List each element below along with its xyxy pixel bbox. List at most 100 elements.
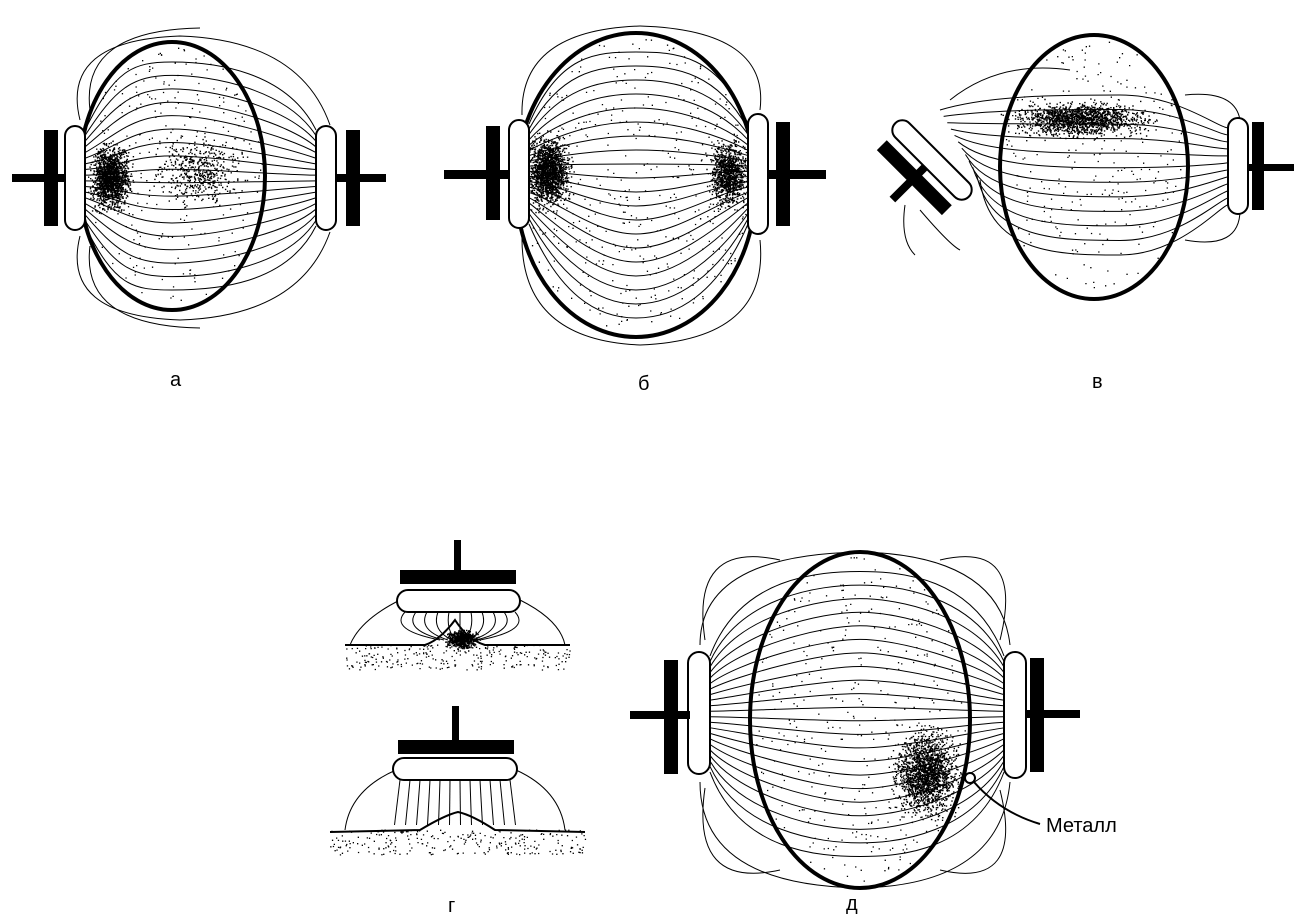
field-line [84,88,317,142]
surface-dots-g1 [346,644,571,671]
field-line [528,223,749,319]
field-line [424,611,449,641]
field-line [702,556,781,641]
field-line [447,611,457,641]
field-line [939,789,1007,874]
field-line [528,197,749,249]
field-line [349,599,401,646]
field-line [479,779,483,826]
field-line [528,93,749,141]
field-line [528,65,749,130]
field-line [709,771,1005,858]
field-line [499,779,505,826]
panel-label-v: в [1092,371,1103,393]
field-line [709,638,1005,685]
field-line [345,618,570,646]
field-line [528,218,749,305]
field-line [84,128,317,159]
field-line [469,779,472,826]
field-line [435,611,453,641]
field-line [471,611,496,641]
field-line [400,611,441,641]
field-line [329,810,586,833]
electrode-coil-top-g2 [392,757,518,781]
field-line [405,779,411,826]
field-line [449,779,451,826]
field-line [515,769,566,831]
panel-label-g: г [448,895,456,917]
electrode-coil-left-d [687,651,711,775]
field-line [709,693,1005,707]
electrode-coil-left-b [508,119,530,229]
field-line [88,245,201,329]
field-line [709,706,1005,712]
field-line [344,769,397,831]
electrode-rod-left-v [889,164,928,203]
field-line [88,27,201,111]
field-line [463,611,473,641]
field-line [475,611,508,641]
electrode-rod-right-a [336,174,386,182]
field-line [84,202,317,237]
droplet-outline-v [998,33,1190,301]
panel-b [444,31,826,339]
field-line [1184,93,1241,121]
field-line [528,207,749,277]
panel-g [392,540,521,781]
droplet-outline-d [748,550,972,890]
field-line [528,107,749,146]
electrode-rod-top-g1 [454,540,461,572]
field-line [528,149,749,162]
field-line [528,170,749,179]
field-line [709,598,1005,668]
metal-particle-marker [964,772,976,784]
electrode-coil-right-b [747,113,769,235]
field-line [84,101,317,148]
field-line [521,25,641,116]
field-line [709,716,1005,722]
dot-fill-d [756,557,966,882]
field-line [84,220,317,278]
field-line [467,611,485,641]
panel-label-d: д [846,893,858,915]
electrode-coil-right-d [1003,651,1027,779]
field-line [528,181,749,207]
panel-label-b: б [638,373,650,395]
electrode-rod-right-d [1026,710,1080,718]
field-line [943,109,1231,136]
field-line [84,168,317,176]
field-line [84,61,317,131]
field-line [84,180,317,184]
field-line [709,625,1005,679]
field-line [939,556,1007,641]
field-line [639,239,762,346]
field-line [519,599,566,646]
field-line [639,25,762,111]
metal-annotation-label: Металл [1046,815,1117,837]
field-line [954,135,1231,157]
field-line [84,185,317,197]
field-line [709,611,1005,673]
field-line [76,35,331,126]
electrode-rod-left-b [444,170,510,179]
electrode-rod-right-b [768,170,826,179]
field-line [509,779,516,826]
field-line [489,779,494,826]
field-line [479,611,520,641]
electrode-plate-top-g2 [398,740,514,754]
field-line [1184,209,1241,243]
electrode-plate-top-g1 [400,570,516,584]
field-line [947,122,1231,143]
field-line [528,186,749,221]
field-line [939,94,1231,129]
field-line [84,191,317,211]
electrode-coil-right-v [1227,117,1249,215]
electrode-rod-left-a [12,174,66,182]
field-line [459,779,461,826]
field-line [709,570,1005,657]
field-line [427,779,431,826]
field-line [957,141,1231,169]
field-line [965,154,1231,198]
